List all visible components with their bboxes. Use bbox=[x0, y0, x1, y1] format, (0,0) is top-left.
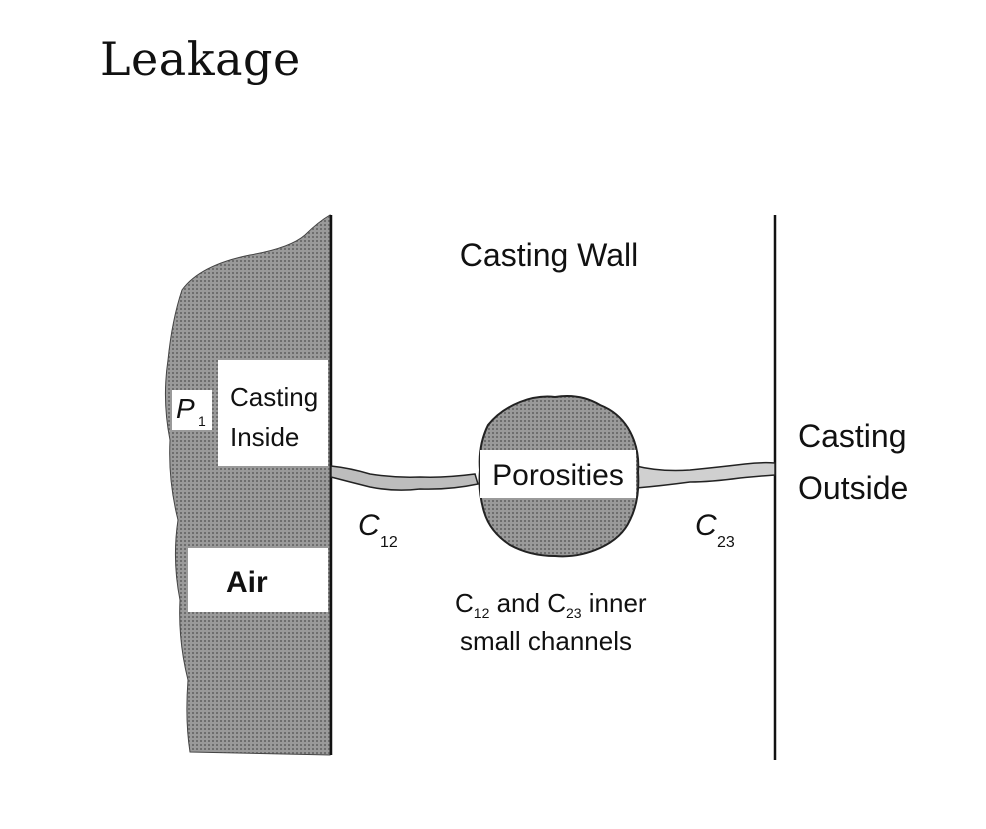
casting-wall-label: Casting Wall bbox=[460, 237, 638, 273]
channels-note-line1: C12 and C23 inner bbox=[455, 588, 647, 621]
note-c12-symbol: C bbox=[455, 588, 474, 618]
note-and: and bbox=[489, 588, 547, 618]
note-c12-subscript: 12 bbox=[474, 605, 490, 621]
pressure-symbol: P bbox=[176, 393, 195, 424]
c23-subscript: 23 bbox=[717, 534, 735, 551]
channel-c12 bbox=[330, 465, 479, 491]
casting-outside-label-line1: Casting bbox=[798, 418, 907, 454]
c12-subscript: 12 bbox=[380, 534, 398, 551]
note-inner: inner bbox=[582, 588, 647, 618]
note-c23-symbol: C bbox=[547, 588, 566, 618]
porosities-label-box bbox=[480, 450, 636, 498]
casting-outside-label-line2: Outside bbox=[798, 470, 908, 506]
casting-inside-label-line1: Casting bbox=[230, 382, 318, 412]
c12-symbol: C bbox=[358, 509, 380, 542]
air-label-box bbox=[188, 548, 328, 612]
casting-inside-label-line2: Inside bbox=[230, 422, 299, 452]
porosities-label: Porosities bbox=[492, 459, 624, 492]
pressure-label-box bbox=[172, 390, 212, 430]
air-label: Air bbox=[226, 566, 268, 599]
channels-note-line2: small channels bbox=[460, 626, 632, 656]
channel-c23 bbox=[635, 461, 776, 489]
c23-symbol: C bbox=[695, 509, 717, 542]
diagram-title: Leakage bbox=[100, 32, 301, 86]
casting-inside-region bbox=[164, 214, 331, 756]
casting-inside-label-box bbox=[218, 360, 328, 466]
pressure-subscript: 1 bbox=[198, 413, 206, 429]
note-c23-subscript: 23 bbox=[566, 605, 582, 621]
